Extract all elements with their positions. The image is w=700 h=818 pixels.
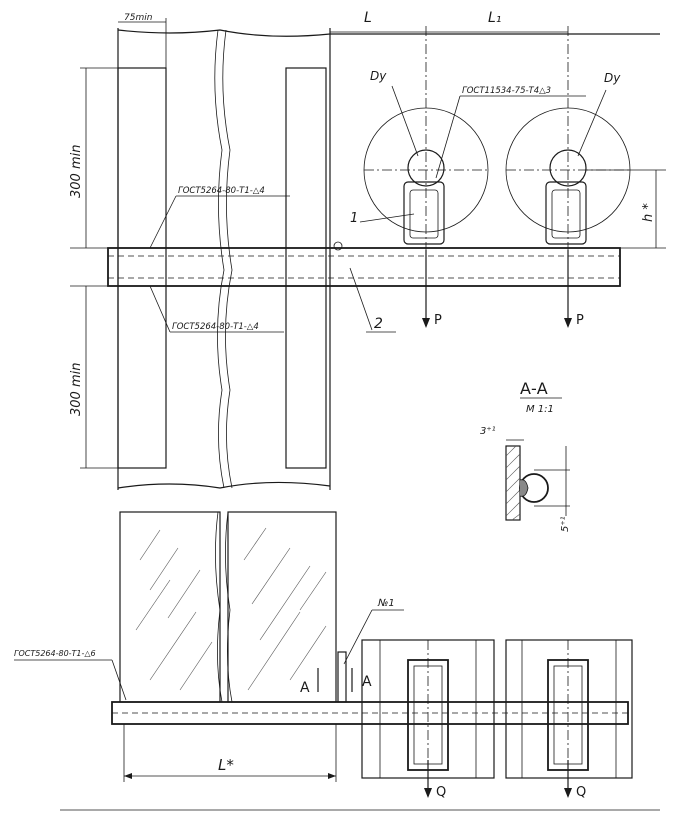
- dim-5-tol: 5⁺¹: [560, 516, 571, 532]
- arrowhead: [424, 788, 432, 798]
- load-p1: P: [434, 313, 442, 328]
- load-p2: P: [576, 313, 584, 328]
- arrowhead: [124, 773, 132, 779]
- break-line-vertical: [214, 29, 225, 489]
- section-a-a: А-А М 1:1 3⁺¹ 5⁺¹: [480, 379, 571, 532]
- label-dy-2: Dу: [604, 71, 621, 85]
- load-q1: Q: [436, 785, 446, 800]
- break-line-vertical-2: [222, 29, 233, 489]
- weld-callout-top: ГОСТ5264-80-Т1-△4: [178, 186, 265, 196]
- arrowhead: [564, 318, 572, 328]
- arrowhead: [422, 318, 430, 328]
- leader-weld-pipe: [435, 95, 461, 179]
- section-scale: М 1:1: [526, 404, 554, 415]
- support-beam: [107, 247, 621, 287]
- break-line-top: [117, 29, 331, 37]
- item-n1: №1: [377, 598, 395, 609]
- leader-dy-1: [391, 85, 419, 157]
- bottom-elevation-view: ГОСТ5264-80-Т1-△6 №1 A A Q Q: [14, 511, 660, 811]
- load-q2: Q: [576, 785, 586, 800]
- dim-300min-bottom: 300 min: [69, 363, 84, 416]
- item-2: 2: [374, 316, 383, 332]
- pipe-support-inner-2: [551, 189, 581, 239]
- wall-panel-left: [119, 511, 221, 703]
- dim-l: L: [364, 10, 372, 26]
- weld-mark: [333, 241, 343, 251]
- dim-h-star: h *: [641, 203, 656, 222]
- pipe-bore-2: [549, 149, 587, 187]
- leader-dy-2: [577, 89, 607, 157]
- item-1: 1: [350, 211, 358, 226]
- break-line-bottom: [117, 481, 331, 489]
- leader-weld-mid: [149, 285, 171, 333]
- dim-3-tol: 3⁺¹: [480, 426, 496, 437]
- elev-block-2: [505, 639, 633, 779]
- leader-item-2: [349, 267, 373, 331]
- pipe-support-inner-1: [409, 189, 439, 239]
- arrowhead: [328, 773, 336, 779]
- break-line: [225, 511, 233, 703]
- leader-weld-top: [149, 195, 177, 249]
- dim-75min: 75min: [124, 13, 153, 23]
- top-assembly-view: 75min 300 min 300 min ГОСТ5264-80-Т1-△4 …: [69, 10, 666, 490]
- arrowhead: [564, 788, 572, 798]
- leader-item-n1: [343, 609, 373, 665]
- weld-bead: [519, 479, 529, 497]
- weld-callout-middle: ГОСТ5264-80-Т1-△4: [172, 322, 259, 332]
- dim-l1: L₁: [488, 10, 501, 26]
- dim-l-star: L*: [218, 756, 234, 774]
- break-line: [215, 511, 223, 703]
- weld-callout-pipe: ГОСТ11534-75-Т4△3: [462, 86, 551, 96]
- label-dy-1: Dу: [370, 69, 387, 83]
- leader-item-1: [359, 213, 415, 223]
- section-title: А-А: [520, 379, 548, 398]
- weld-callout-bottom: ГОСТ5264-80-Т1-△6: [14, 649, 96, 658]
- left-channel: [117, 67, 167, 469]
- dim-300min-top: 300 min: [69, 145, 84, 198]
- section-marker-a-left: A: [300, 680, 310, 696]
- pipe-support-2: [545, 181, 587, 245]
- leader-weld-bottom: [111, 659, 127, 701]
- section-marker-a-right: A: [362, 674, 372, 690]
- plate-n1: [337, 651, 347, 703]
- pipe-support-1: [403, 181, 445, 245]
- right-channel: [285, 67, 327, 469]
- base-beam: [111, 701, 629, 725]
- pipe-bore-1: [407, 149, 445, 187]
